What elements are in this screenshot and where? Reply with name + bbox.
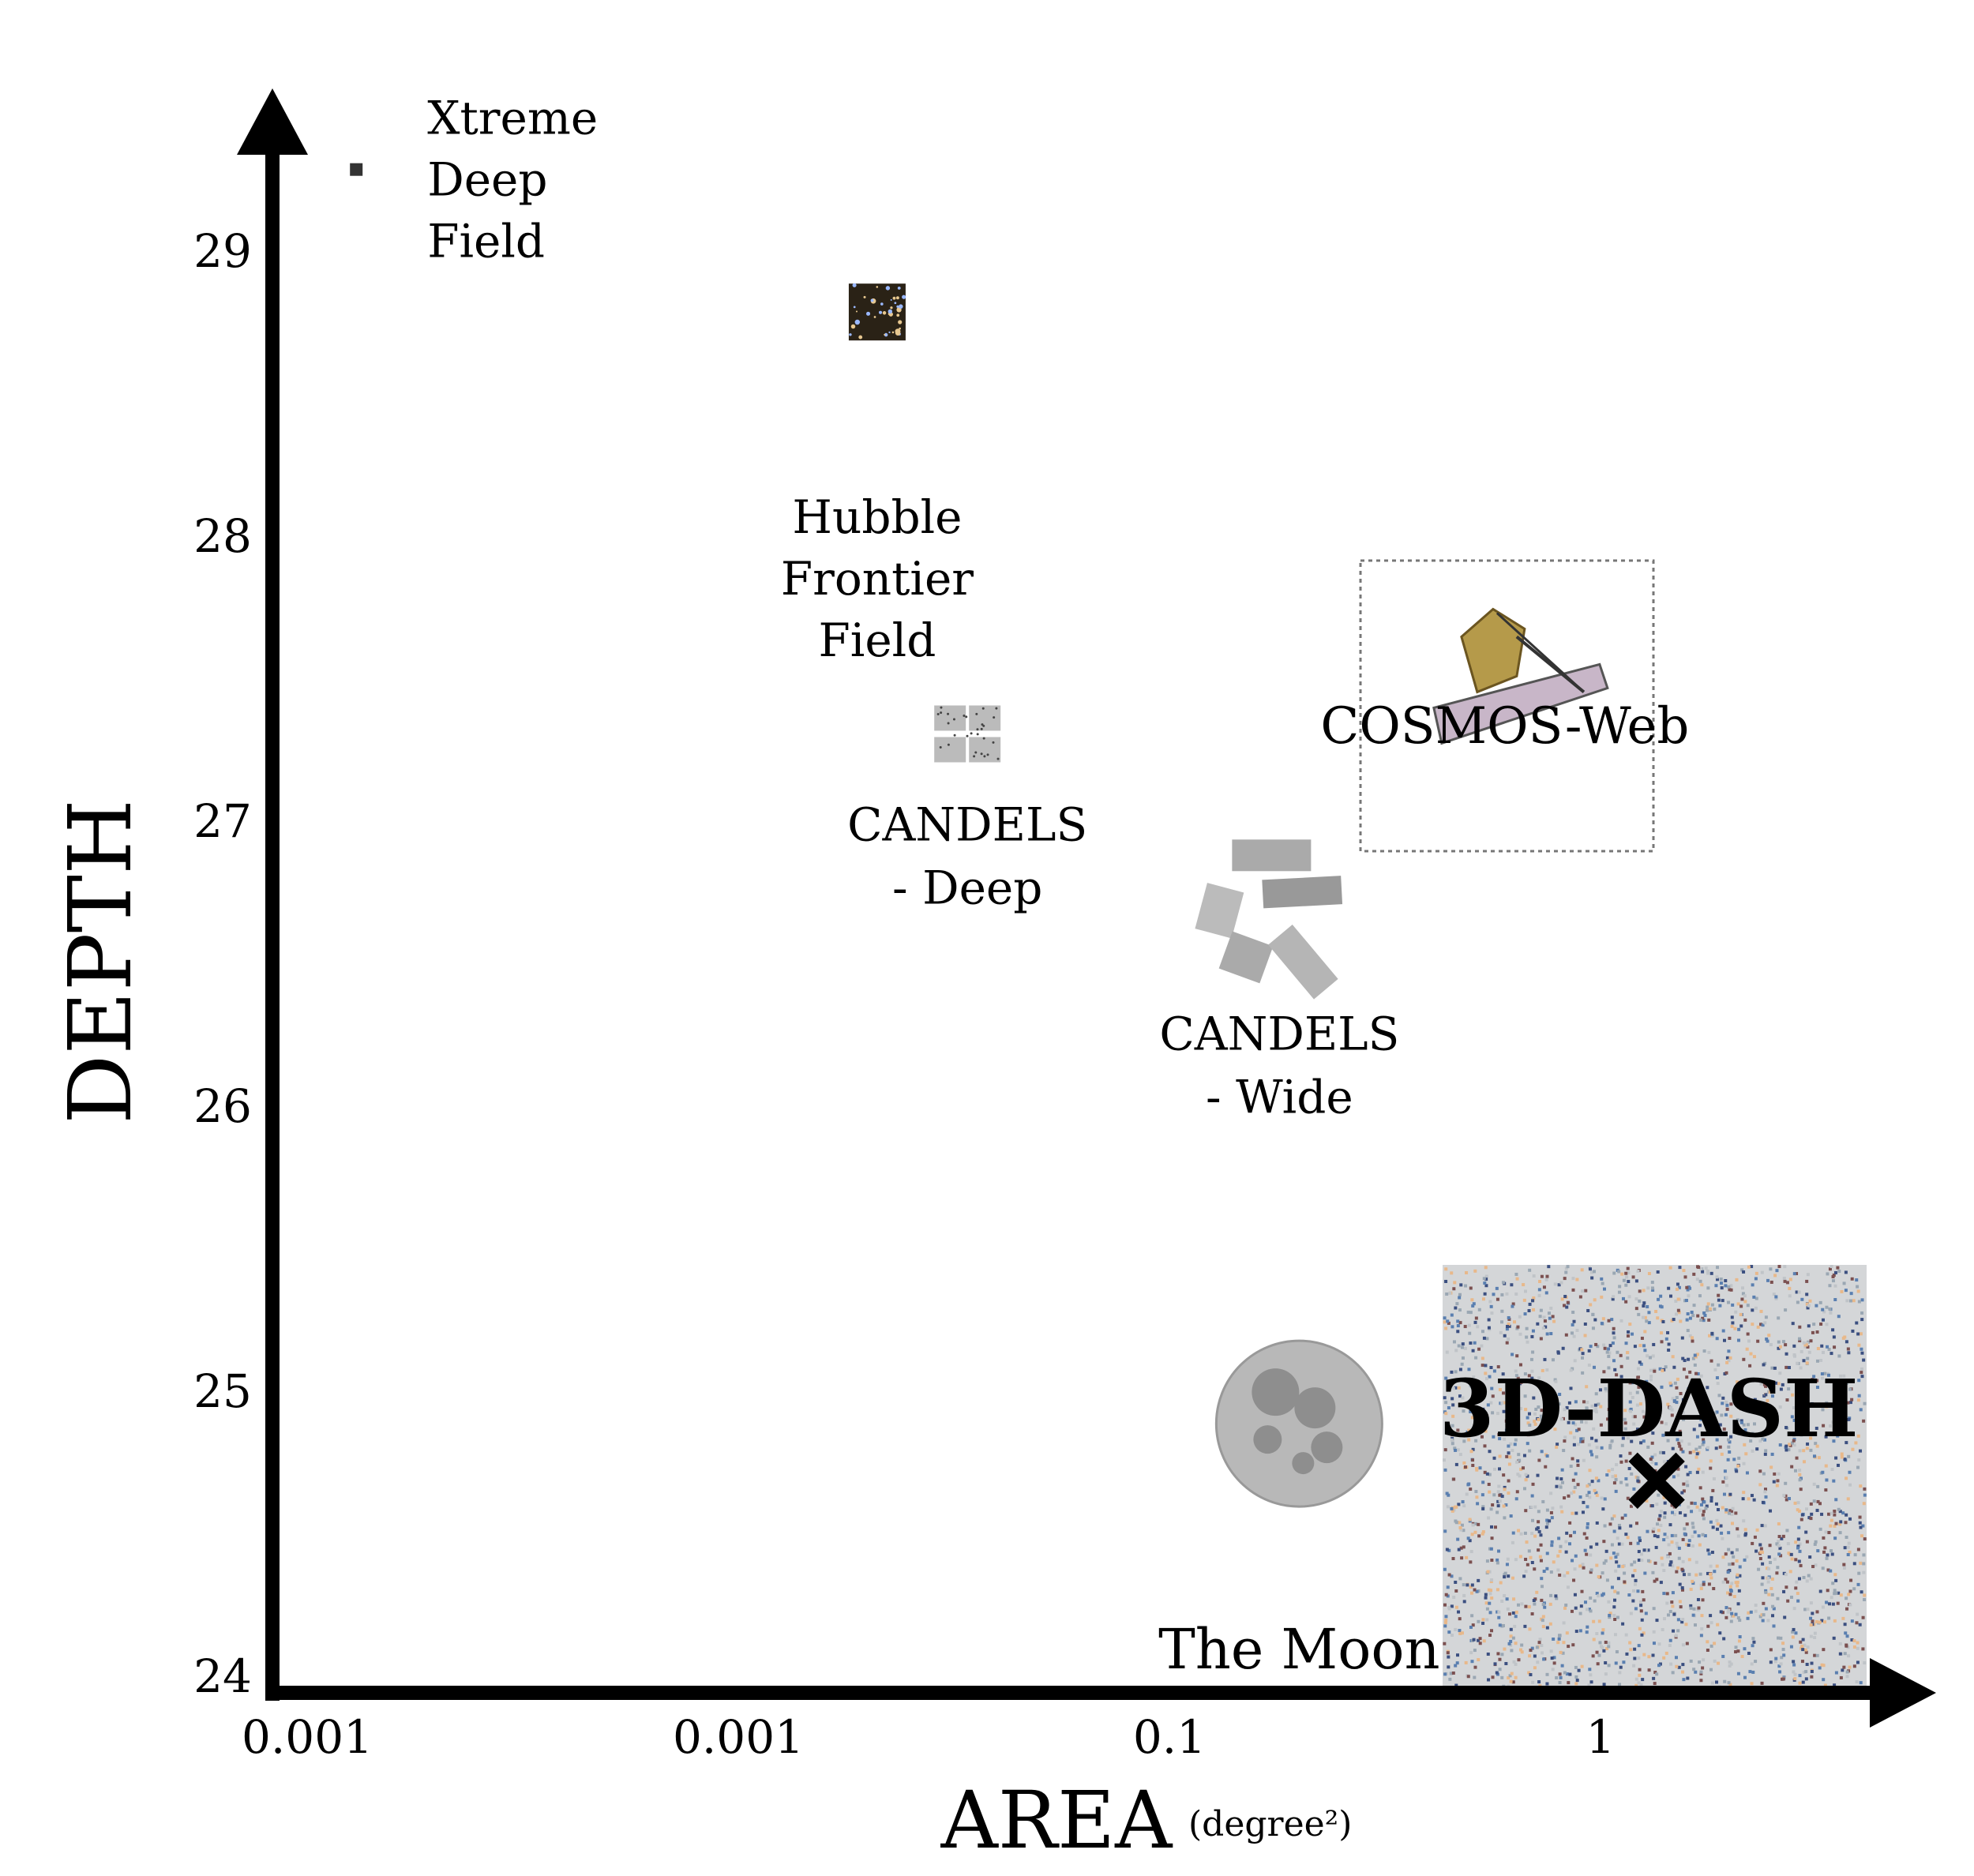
y-tick-label: 25 — [193, 1364, 252, 1418]
y-tick-label: 27 — [193, 794, 252, 848]
point-label: COSMOS-Web — [1320, 697, 1689, 756]
x-tick-label: 0.001 — [242, 1710, 373, 1764]
x-axis-unit: (degree²) — [1188, 1804, 1352, 1844]
marker-hubble-frontier-field — [848, 283, 906, 341]
point-label: - Deep — [892, 861, 1042, 914]
point-label: CANDELS — [847, 797, 1087, 851]
point-label: Xtreme — [427, 92, 598, 145]
cosmos-web-box — [1359, 559, 1655, 853]
point-label: Field — [427, 215, 545, 268]
x-tick-label: 1 — [1586, 1710, 1616, 1764]
point-label: Deep — [427, 153, 547, 207]
x-tick-label: 0.1 — [1133, 1710, 1206, 1764]
point-label: Hubble — [792, 490, 962, 544]
marker-candels-deep — [934, 705, 1001, 763]
y-axis-arrow — [237, 88, 308, 155]
marker-3d-dash — [1443, 1265, 1867, 1690]
marker-the-moon — [1214, 1339, 1383, 1508]
point-label: Field — [819, 613, 936, 667]
point-label: Frontier — [781, 552, 974, 606]
marker-cosmos-web — [1359, 559, 1655, 853]
x-axis-line — [265, 1686, 1876, 1700]
marker-xtreme-deep-field — [350, 163, 363, 176]
point-label: CANDELS — [1159, 1007, 1399, 1060]
x-axis-arrow — [1870, 1658, 1936, 1728]
y-axis-line — [265, 134, 280, 1701]
y-tick-label: 24 — [193, 1649, 252, 1703]
point-label: - Wide — [1206, 1070, 1353, 1124]
y-tick-label: 28 — [193, 509, 252, 563]
chart-marks — [350, 163, 1867, 1690]
y-tick-label: 26 — [193, 1079, 252, 1133]
x-axis-label: AREA — [940, 1774, 1174, 1867]
point-label: The Moon — [1158, 1617, 1440, 1682]
x-tick-label: 0.001 — [673, 1710, 804, 1764]
y-axis-label: DEPTH — [50, 799, 151, 1124]
x-tick-labels: 0.001 0.001 0.1 1 — [242, 1710, 1615, 1764]
y-tick-label: 29 — [193, 224, 252, 278]
point-labels: XtremeDeepFieldHubbleFrontierFieldCANDEL… — [427, 92, 1858, 1682]
marker-candels-wide — [1195, 839, 1343, 1000]
point-label: 3D-DASH — [1439, 1362, 1859, 1455]
y-tick-labels: 24 25 26 27 28 29 — [193, 224, 252, 1703]
